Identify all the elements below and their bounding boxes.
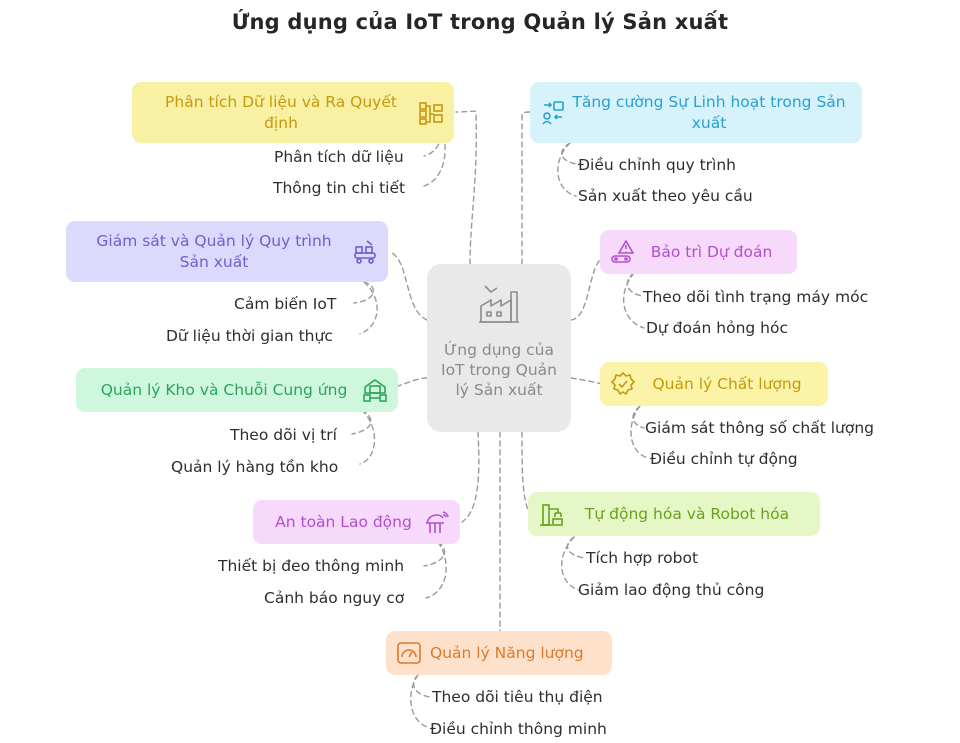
branch-analytics-label: Phân tích Dữ liệu và Ra Quyết định <box>165 92 397 132</box>
leaf-quality-1: Giám sát thông số chất lượng <box>645 419 875 437</box>
branch-quality-label: Quản lý Chất lượng <box>652 374 802 393</box>
gauge-icon <box>397 642 421 664</box>
factory-icon <box>479 285 519 323</box>
leaf-automation-2: Giảm lao động thủ công <box>578 581 765 599</box>
leaf-safety-2: Cảnh báo nguy cơ <box>264 589 405 607</box>
leaf-flexibility-1: Điều chỉnh quy trình <box>578 156 736 174</box>
branch-analytics[interactable]: Phân tích Dữ liệu và Ra Quyết định <box>132 82 454 143</box>
leaf-maintenance-2: Dự đoán hỏng hóc <box>646 319 788 337</box>
branch-safety[interactable]: An toàn Lao động <box>253 500 460 544</box>
branch-energy-label: Quản lý Năng lượng <box>430 643 584 662</box>
leaf-analytics-1: Phân tích dữ liệu <box>274 148 404 166</box>
leaf-analytics-2: Thông tin chi tiết <box>273 179 406 197</box>
data-blocks-icon <box>419 101 443 125</box>
page-title: Ứng dụng của IoT trong Quản lý Sản xuất <box>231 10 729 34</box>
branch-automation[interactable]: Tự động hóa và Robot hóa <box>528 492 820 536</box>
warning-conveyor-icon <box>611 239 635 263</box>
leaf-monitoring-2: Dữ liệu thời gian thực <box>166 327 333 345</box>
central-node-label: Ứng dụng của IoT trong Quản lý Sản xuất <box>441 341 557 399</box>
warehouse-icon <box>363 379 387 402</box>
branch-flexibility-label: Tăng cường Sự Linh hoạt trong Sản xuất <box>572 92 846 132</box>
branch-maintenance[interactable]: Bảo trì Dự đoán <box>600 230 797 274</box>
exchange-icon <box>542 100 564 125</box>
leaf-energy-2: Điều chỉnh thông minh <box>430 720 607 738</box>
leaf-safety-1: Thiết bị đeo thông minh <box>218 557 405 575</box>
branch-safety-label: An toàn Lao động <box>275 512 412 531</box>
central-node[interactable]: Ứng dụng của IoT trong Quản lý Sản xuất <box>427 264 571 432</box>
branch-monitoring[interactable]: Giám sát và Quản lý Quy trình Sản xuất <box>66 221 388 282</box>
branch-warehouse-label: Quản lý Kho và Chuỗi Cung ứng <box>100 380 348 399</box>
leaf-energy-1: Theo dõi tiêu thụ điện <box>432 688 603 706</box>
conveyor-icon <box>354 239 376 264</box>
branch-quality[interactable]: Quản lý Chất lượng <box>600 362 828 406</box>
quality-badge-icon <box>611 372 635 395</box>
leaf-warehouse-1: Theo dõi vị trí <box>230 426 337 444</box>
branch-monitoring-label: Giám sát và Quản lý Quy trình Sản xuất <box>96 231 332 271</box>
leaf-flexibility-2: Sản xuất theo yêu cầu <box>578 187 753 205</box>
safety-hat-icon <box>426 511 449 533</box>
leaf-monitoring-1: Cảm biến IoT <box>234 295 337 313</box>
branch-maintenance-label: Bảo trì Dự đoán <box>650 242 773 261</box>
branch-flexibility[interactable]: Tăng cường Sự Linh hoạt trong Sản xuất <box>530 82 862 143</box>
leaf-quality-2: Điều chỉnh tự động <box>650 450 798 468</box>
leaf-maintenance-1: Theo dõi tình trạng máy móc <box>643 288 869 306</box>
robot-arm-icon <box>540 504 563 526</box>
leaf-warehouse-2: Quản lý hàng tồn kho <box>171 458 339 476</box>
branch-energy[interactable]: Quản lý Năng lượng <box>386 631 612 675</box>
branch-automation-label: Tự động hóa và Robot hóa <box>584 504 790 523</box>
branch-warehouse[interactable]: Quản lý Kho và Chuỗi Cung ứng <box>76 368 398 412</box>
leaf-automation-1: Tích hợp robot <box>586 549 699 567</box>
